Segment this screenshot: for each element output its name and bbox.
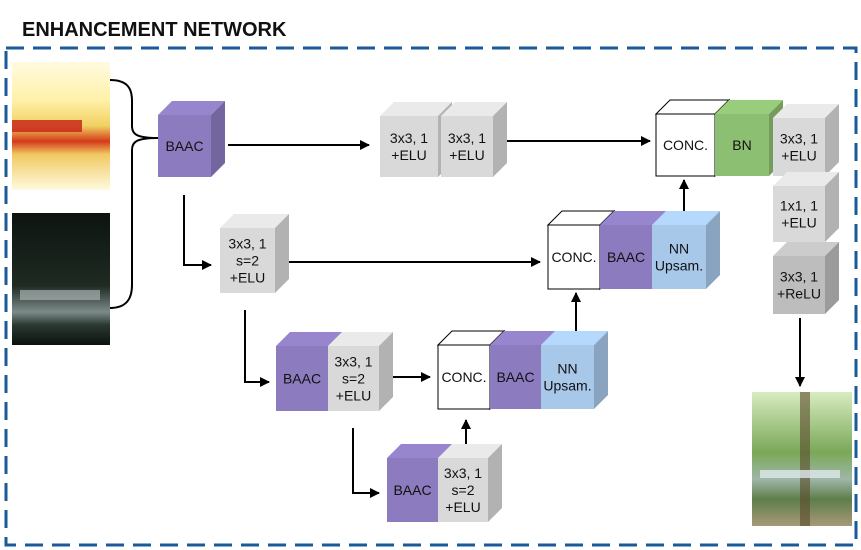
- block-label: s=2: [452, 482, 475, 498]
- block-bn: BN: [715, 100, 783, 176]
- block-down1: 3x3, 1s=2+ELU: [220, 214, 289, 293]
- block-label: s=2: [342, 371, 365, 387]
- block-down2: 3x3, 1s=2+ELU: [328, 332, 393, 411]
- block-label: +ELU: [230, 270, 265, 286]
- block-label: BAAC: [165, 138, 203, 154]
- block-label: BAAC: [496, 369, 534, 385]
- block-label: 3x3, 1: [780, 269, 818, 285]
- block-out-conv3: 3x3, 1+ReLU: [773, 242, 839, 314]
- block-conv-a2: 3x3, 1+ELU: [441, 102, 507, 177]
- block-out-conv2: 1x1, 1+ELU: [773, 172, 839, 242]
- block-label: Upsam.: [543, 378, 591, 394]
- block-label: CONC.: [551, 249, 596, 265]
- block-baac-in: BAAC: [158, 101, 225, 177]
- input-image-top: [12, 62, 110, 190]
- block-label: BAAC: [283, 371, 321, 387]
- block-label: +ELU: [781, 215, 816, 231]
- block-label: 1x1, 1: [780, 198, 818, 214]
- diagram-title: ENHANCEMENT NETWORK: [22, 19, 287, 41]
- block-label: BAAC: [393, 482, 431, 498]
- block-label: +ELU: [445, 499, 480, 515]
- input-image-bottom: [12, 213, 110, 345]
- block-label: +ReLU: [777, 286, 821, 302]
- block-label: NN: [557, 361, 577, 377]
- block-label: +ELU: [336, 388, 371, 404]
- block-label: CONC.: [441, 369, 486, 385]
- block-label: +ELU: [449, 147, 484, 163]
- block-label: Upsam.: [655, 258, 703, 274]
- block-label: CONC.: [663, 137, 708, 153]
- block-label: 3x3, 1: [390, 130, 428, 146]
- block-out-conv1: 3x3, 1+ELU: [773, 104, 839, 176]
- block-label: 3x3, 1: [448, 130, 486, 146]
- block-label: 3x3, 1: [334, 354, 372, 370]
- output-image: [752, 392, 852, 526]
- block-label: 3x3, 1: [228, 236, 266, 252]
- block-label: +ELU: [781, 148, 816, 164]
- block-label: +ELU: [391, 147, 426, 163]
- network-frame: [4, 46, 858, 547]
- input-brace: [109, 79, 159, 309]
- block-down3: 3x3, 1s=2+ELU: [438, 444, 502, 522]
- block-label: 3x3, 1: [444, 465, 482, 481]
- block-label: BAAC: [607, 249, 645, 265]
- block-label: s=2: [236, 253, 259, 269]
- block-label: NN: [669, 241, 689, 257]
- block-label: 3x3, 1: [780, 131, 818, 147]
- block-label: BN: [732, 137, 751, 153]
- connectors: [183, 136, 805, 498]
